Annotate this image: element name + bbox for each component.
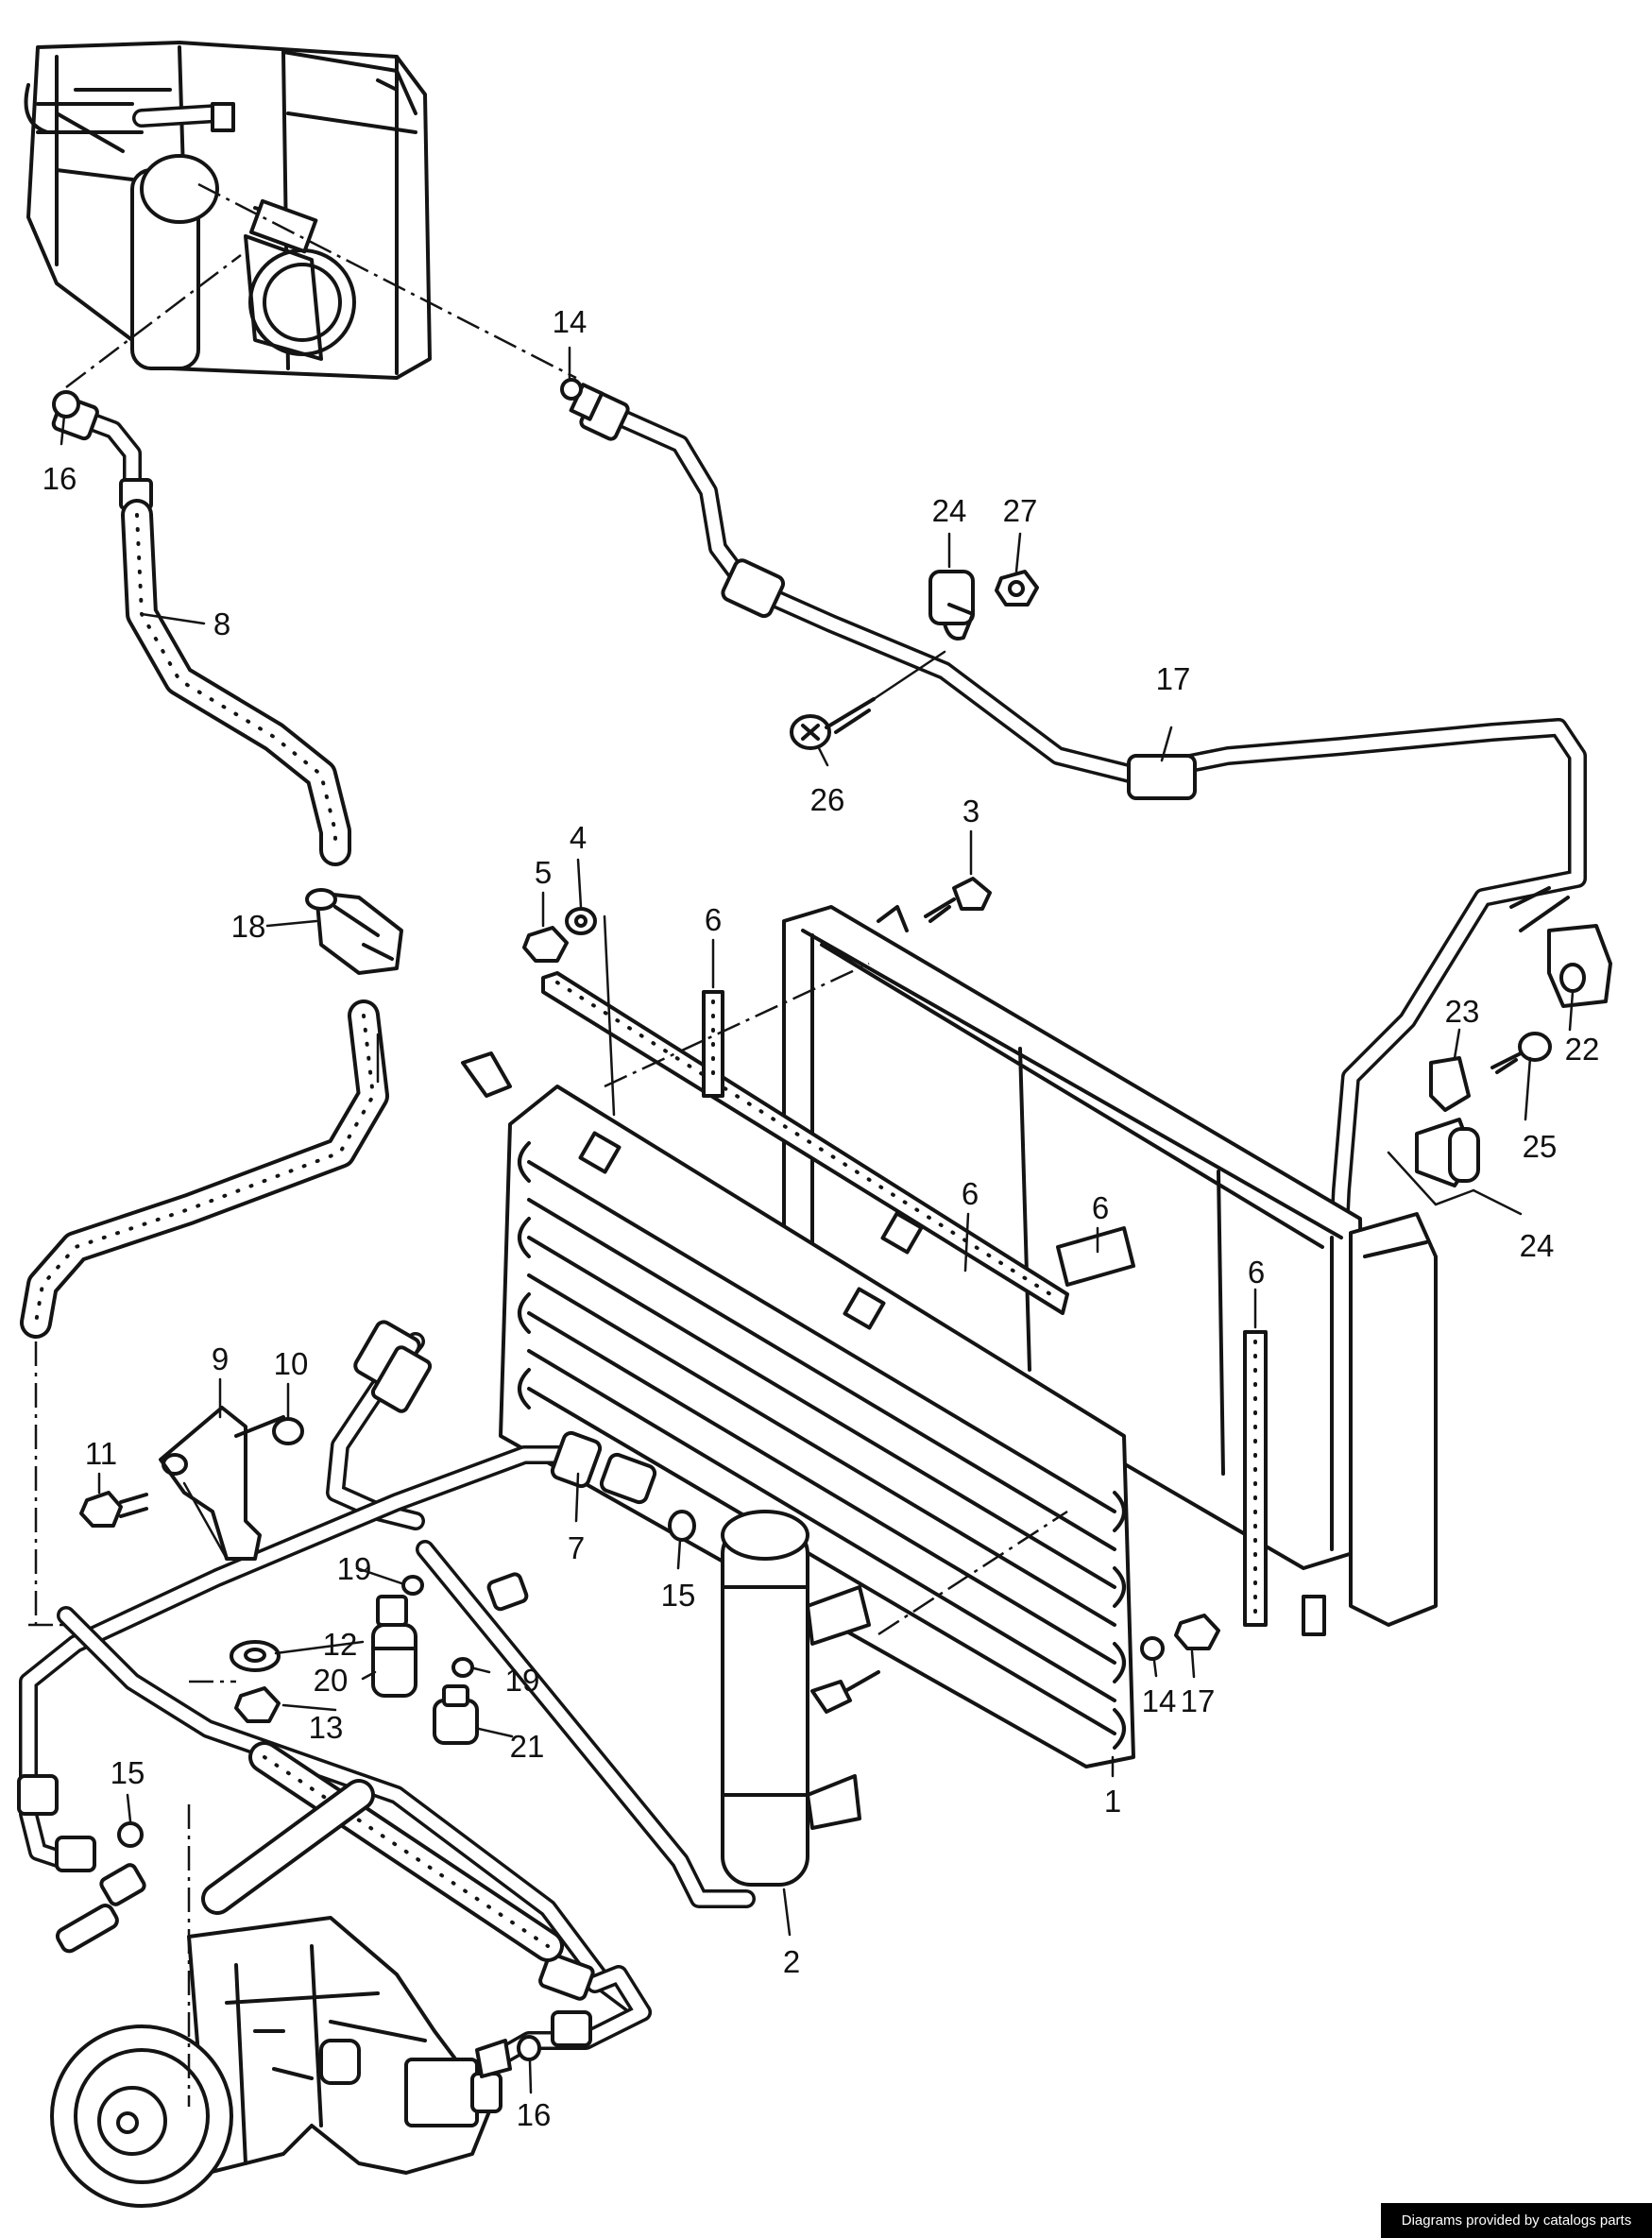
callout-19-b: 19 [505,1663,540,1698]
nut-17-lower [1174,1614,1220,1650]
callout-15-upper: 15 [661,1578,696,1613]
nut-13 [189,1680,281,1723]
callout-7: 7 [568,1530,585,1565]
pressure-switch-20 [371,1595,417,1698]
grommet-24-upper [928,570,975,641]
callout-15-lower: 15 [111,1755,145,1790]
callout-17-lower: 17 [1181,1683,1216,1718]
callout-6-a: 6 [705,902,722,937]
hose-8 [20,395,389,1625]
callout-9: 9 [212,1341,229,1376]
callout-1: 1 [1104,1784,1121,1819]
rubber-mount-22 [1547,924,1612,1008]
callout-10: 10 [274,1346,309,1381]
callout-27: 27 [1003,493,1038,528]
o-ring-19 [401,1575,474,1678]
evaporator-housing [24,41,432,380]
callout-22: 22 [1565,1032,1600,1067]
nut-5 [522,926,569,963]
valve-21 [433,1684,479,1745]
callout-25: 25 [1523,1129,1558,1164]
receiver-drier-2 [721,1510,871,1887]
callout-3: 3 [962,794,979,829]
callout-4: 4 [570,820,587,855]
callout-5: 5 [535,855,552,890]
washer-15-lower [117,1821,144,1848]
callout-labels: 14 16 8 24 27 17 26 3 4 5 6 18 22 23 25 … [43,304,1600,2132]
callout-24-lower: 24 [1520,1228,1555,1263]
callout-26: 26 [810,782,845,817]
foam-strips-6 [541,971,1268,1627]
callout-leaders [60,346,1575,2094]
callout-24-upper: 24 [932,493,967,528]
leader-line [604,962,870,1088]
leader-line [65,254,242,388]
callout-21: 21 [510,1729,545,1764]
callout-12: 12 [323,1627,358,1662]
screw-26 [790,650,946,750]
callout-16-lower: 16 [517,2097,552,2132]
washer-14-upper [560,378,583,401]
callout-13: 13 [309,1710,344,1745]
pipe-network [17,1320,756,2088]
washer-16-upper [52,390,80,419]
callout-16-upper: 16 [43,461,77,496]
radiator-frame [782,905,1438,1636]
leader-line [197,182,577,380]
screw-25 [1490,1032,1552,1074]
condenser-1 [461,1051,1135,1768]
bracket-9 [159,1406,285,1561]
callout-19-a: 19 [337,1551,372,1586]
washer-14-lower [1140,1636,1165,1661]
grommet-12 [230,1640,281,1672]
washer-15-upper [668,1510,696,1542]
callout-17-upper: 17 [1156,661,1191,696]
diagram-credit-badge: Diagrams provided by catalogs parts [1381,2203,1652,2238]
washer-4 [565,907,597,935]
nut-27 [995,570,1039,606]
callout-6-b: 6 [962,1176,979,1211]
callout-8: 8 [213,606,230,641]
callout-14-upper: 14 [553,304,588,339]
compressor [28,1623,502,2208]
callout-14-lower: 14 [1142,1683,1177,1718]
clip-18 [305,888,403,975]
bolt-11 [79,1481,229,1561]
grommet-24-lower [1387,1118,1480,1206]
washer-16-lower [475,2035,541,2078]
washer-10 [272,1417,304,1445]
suction-pipe-17 [569,383,1587,1455]
callout-11: 11 [85,1436,117,1471]
callout-23: 23 [1445,994,1480,1029]
bolt [810,1670,880,1714]
callout-18: 18 [231,909,266,944]
screw-3 [924,877,992,923]
clip-23 [1429,1056,1471,1112]
callout-6-d: 6 [1248,1255,1265,1290]
callout-20: 20 [314,1663,349,1698]
callout-2: 2 [783,1944,800,1979]
callout-6-c: 6 [1092,1190,1109,1225]
